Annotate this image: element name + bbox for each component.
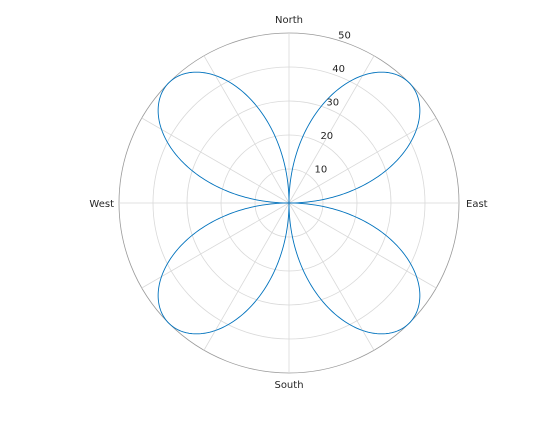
- theta-grid-line-120: [203, 55, 290, 204]
- direction-label-east: East: [466, 199, 488, 210]
- r-tick-label-40: 40: [332, 64, 345, 75]
- r-tick-label-20: 20: [320, 131, 333, 142]
- theta-grid-line-330: [288, 202, 437, 289]
- direction-label-south: South: [274, 380, 303, 391]
- theta-grid-line-210: [141, 202, 290, 289]
- theta-grid-line-30: [288, 117, 437, 204]
- theta-grid-line-60: [288, 55, 375, 204]
- direction-label-west: West: [89, 199, 114, 210]
- direction-label-north: North: [275, 15, 303, 26]
- theta-grid-line-300: [288, 202, 375, 351]
- theta-grid-line-150: [141, 117, 290, 204]
- rose-curve: [157, 71, 421, 335]
- polar-grid: [118, 32, 460, 374]
- rose-curve-layer: [157, 71, 421, 335]
- theta-grid-line-240: [203, 202, 290, 351]
- r-tick-label-10: 10: [315, 165, 328, 176]
- r-tick-label-30: 30: [326, 98, 339, 109]
- r-tick-label-50: 50: [338, 31, 351, 42]
